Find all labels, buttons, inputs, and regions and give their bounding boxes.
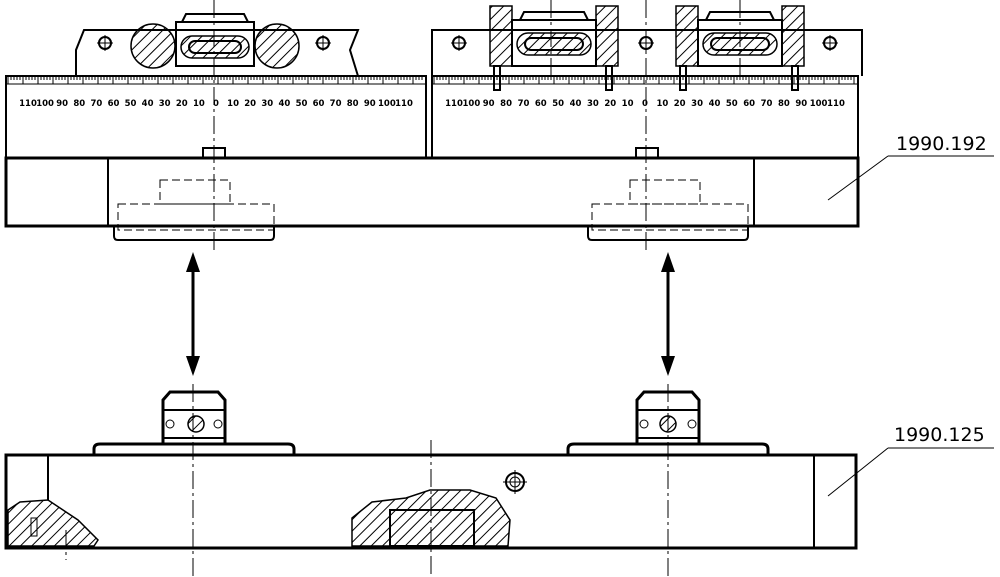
scale-label: 70 [518, 99, 530, 109]
locating-pin-left [161, 390, 227, 446]
scale-label: 50 [726, 99, 738, 109]
scale-label: 110 [395, 99, 413, 109]
scale-label: 100 [378, 99, 396, 109]
scale-label: 100 [36, 99, 54, 109]
scale-label: 10 [193, 99, 205, 109]
scale-label: 50 [552, 99, 564, 109]
scale-label: 20 [674, 99, 686, 109]
scale-label: 40 [709, 99, 721, 109]
scale-label: 60 [743, 99, 755, 109]
section-left-end [7, 499, 99, 547]
scale-label: 70 [90, 99, 102, 109]
scale-label: 30 [691, 99, 703, 109]
left-clamp-assembly [75, 13, 360, 77]
scale-label: 80 [347, 99, 359, 109]
right-scale-ticks [433, 76, 855, 84]
part-number-upper: 1990.192 [896, 133, 987, 155]
scale-label: 110 [827, 99, 845, 109]
scale-label: 110 [445, 99, 463, 109]
scale-label: 90 [364, 99, 376, 109]
scale-label: 10 [227, 99, 239, 109]
left-scale-ticks [7, 76, 423, 84]
scale-label: 70 [330, 99, 342, 109]
section-center-cavity [351, 489, 511, 547]
scale-label: 90 [795, 99, 807, 109]
left-scale-rail [5, 75, 427, 159]
scale-label: 80 [778, 99, 790, 109]
scale-label: 50 [125, 99, 137, 109]
scale-label: 10 [622, 99, 634, 109]
scale-label: 40 [278, 99, 290, 109]
scale-label: 30 [159, 99, 171, 109]
assembly-arrow-right [661, 252, 675, 376]
hidden-clamp-left [113, 179, 275, 241]
scale-label: 30 [261, 99, 273, 109]
scale-label: 110 [19, 99, 37, 109]
scale-label: 80 [500, 99, 512, 109]
scale-label: 60 [313, 99, 325, 109]
scale-label: 20 [244, 99, 256, 109]
scale-label: 0 [642, 99, 648, 109]
scale-label: 40 [142, 99, 154, 109]
part-number-lower: 1990.125 [894, 424, 985, 446]
scale-label: 20 [176, 99, 188, 109]
scale-label: 90 [483, 99, 495, 109]
upper-base-bar [4, 156, 860, 228]
scale-label: 20 [604, 99, 616, 109]
scale-label: 40 [570, 99, 582, 109]
scale-label: 80 [73, 99, 85, 109]
assembly-arrow-left [186, 252, 200, 376]
scale-label: 60 [108, 99, 120, 109]
scale-label: 100 [810, 99, 828, 109]
scale-label: 100 [463, 99, 481, 109]
hidden-clamp-right [587, 179, 749, 241]
scale-label: 50 [296, 99, 308, 109]
right-scale-rail [431, 75, 859, 159]
scale-label: 30 [587, 99, 599, 109]
scale-label: 70 [761, 99, 773, 109]
scale-label: 60 [535, 99, 547, 109]
scale-label: 10 [656, 99, 668, 109]
lower-assembly: 1990.125 [4, 384, 994, 577]
scale-label: 90 [56, 99, 68, 109]
scale-label: 0 [213, 99, 219, 109]
